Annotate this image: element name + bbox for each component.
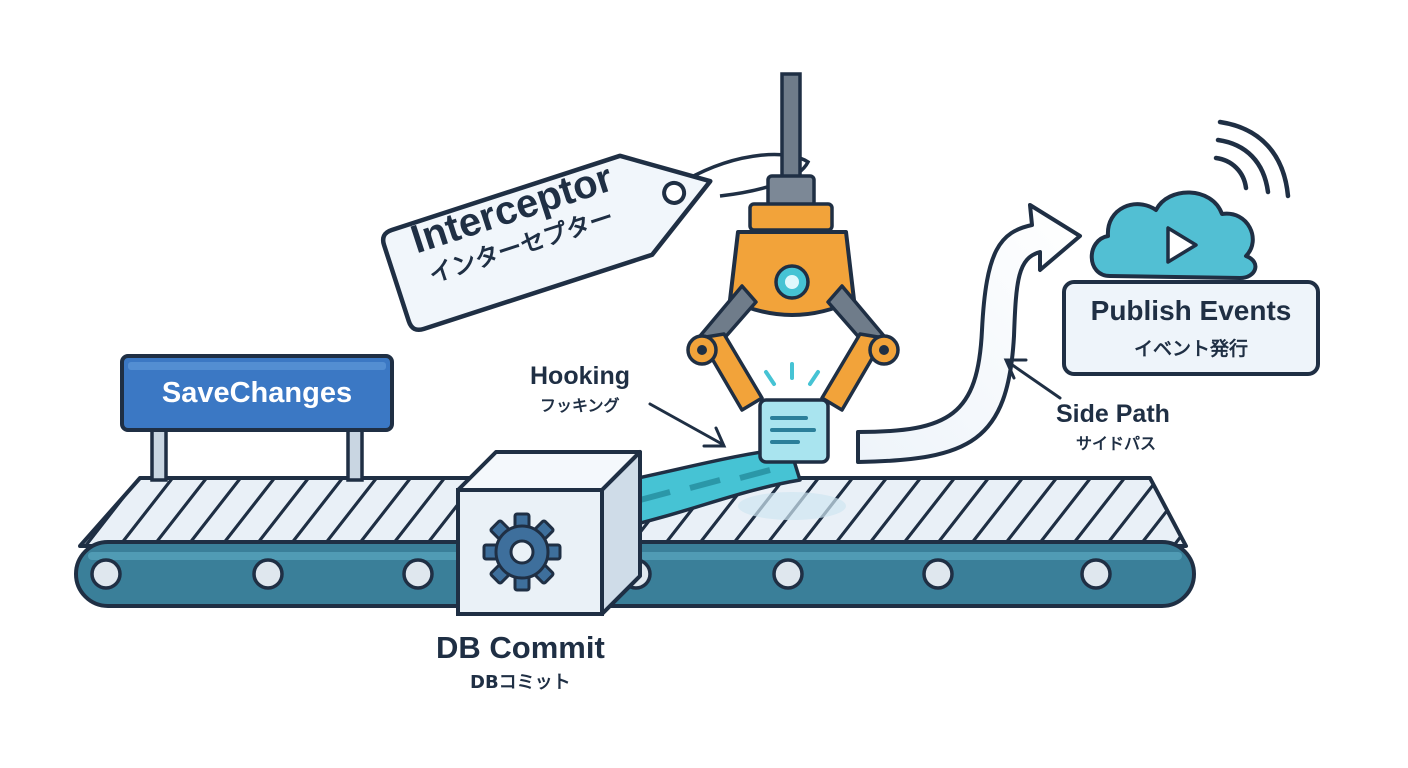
publish-events-label: Publish Events [1090, 295, 1292, 327]
roller [402, 558, 434, 590]
publish-events-box: Publish Events イベント発行 [1064, 282, 1318, 374]
roller [772, 558, 804, 590]
side-path-sub-label: サイドパス [1076, 434, 1157, 453]
hooking-label: Hooking [530, 362, 630, 390]
play-icon [1166, 226, 1198, 264]
hooking-sub-label: フッキング [540, 396, 620, 415]
publish-events-sub-label: イベント発行 [1133, 337, 1248, 360]
publish-events [1062, 119, 1320, 376]
db-commit-label: DB Commit [436, 630, 605, 665]
savechanges-label: SaveChanges [161, 376, 353, 409]
roller [252, 558, 284, 590]
interceptor-tag [380, 152, 811, 333]
data-stream [598, 446, 846, 530]
document-icon [758, 398, 830, 464]
gear-icon [482, 512, 562, 592]
roller [90, 558, 122, 590]
side-path-pointer [1003, 358, 1062, 400]
side-path-arrow [856, 203, 1082, 464]
roller [922, 558, 954, 590]
signal-icon [1213, 119, 1291, 199]
db-commit-sub-label: DBコミット [470, 672, 571, 693]
side-path-label: Side Path [1056, 400, 1170, 428]
robot-claw [686, 72, 900, 464]
savechanges-sign [120, 354, 394, 482]
db-commit-box [456, 450, 642, 616]
hooking-pointer [648, 402, 727, 448]
roller [1080, 558, 1112, 590]
